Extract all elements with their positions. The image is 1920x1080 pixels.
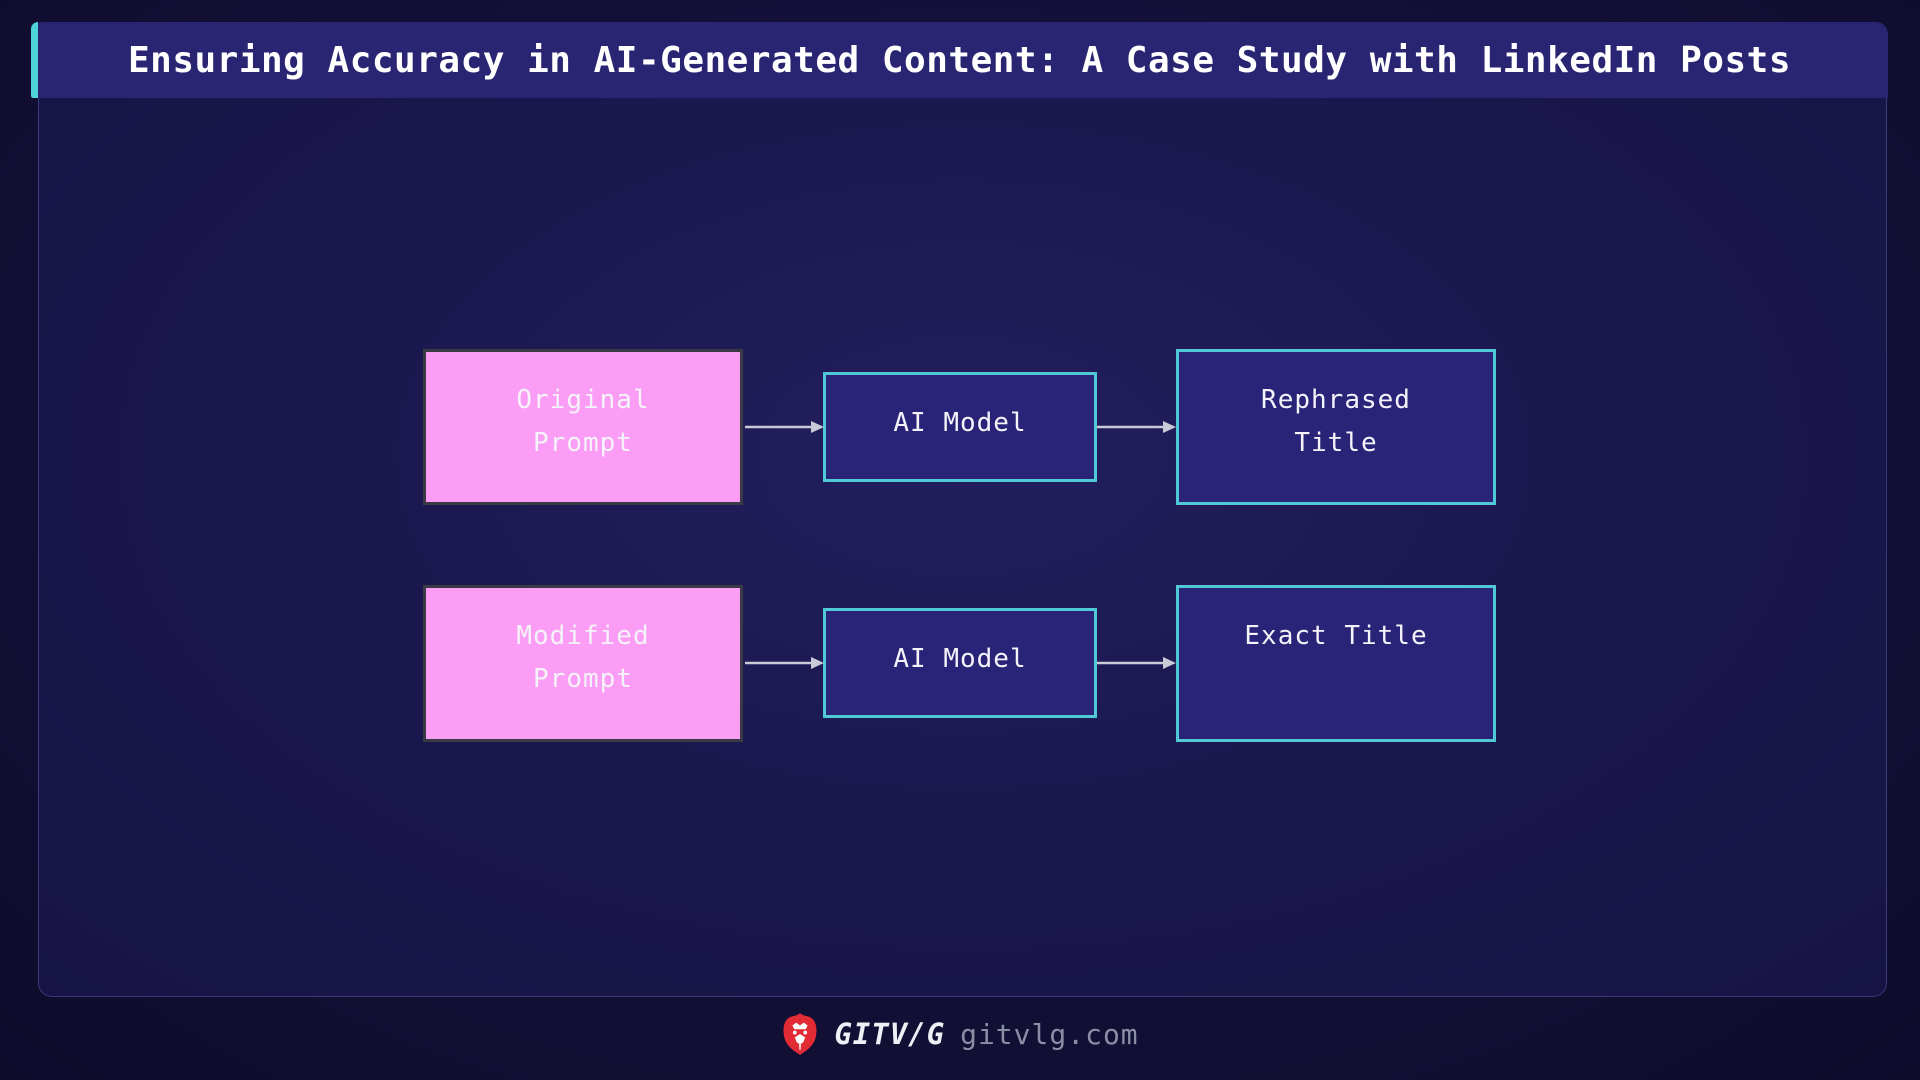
header-accent-bar [31, 22, 38, 98]
brand-name: GITV/G [834, 1017, 946, 1051]
node-label-line: Prompt [533, 664, 633, 694]
arrow-ai-to-exact-icon [1096, 652, 1178, 674]
node-label-line: Prompt [533, 428, 633, 458]
node-label-line: Original [516, 385, 650, 415]
lion-icon [781, 1011, 819, 1057]
node-rephrased-title: Rephrased Title [1176, 349, 1496, 505]
node-modified-prompt: Modified Prompt [423, 585, 743, 742]
node-label-line: Title [1294, 428, 1378, 458]
page-title: Ensuring Accuracy in AI-Generated Conten… [127, 39, 1792, 81]
node-label-line: Exact Title [1244, 621, 1428, 651]
arrow-ai-to-rephrased-icon [1096, 416, 1178, 438]
header-bar: Ensuring Accuracy in AI-Generated Conten… [31, 22, 1888, 98]
node-ai-model-top: AI Model [823, 372, 1097, 482]
node-exact-title: Exact Title [1176, 585, 1496, 742]
footer: GITV/G gitvlg.com [0, 1004, 1920, 1064]
brand-domain: gitvlg.com [960, 1017, 1139, 1051]
content-panel [38, 97, 1887, 997]
node-original-prompt: Original Prompt [423, 349, 743, 505]
node-label-line: AI Model [893, 644, 1027, 674]
node-label-line: Rephrased [1261, 385, 1411, 415]
node-label-line: AI Model [893, 408, 1027, 438]
node-label-line: Modified [516, 621, 650, 651]
node-ai-model-bottom: AI Model [823, 608, 1097, 718]
arrow-original-to-ai-icon [744, 416, 826, 438]
arrow-modified-to-ai-icon [744, 652, 826, 674]
